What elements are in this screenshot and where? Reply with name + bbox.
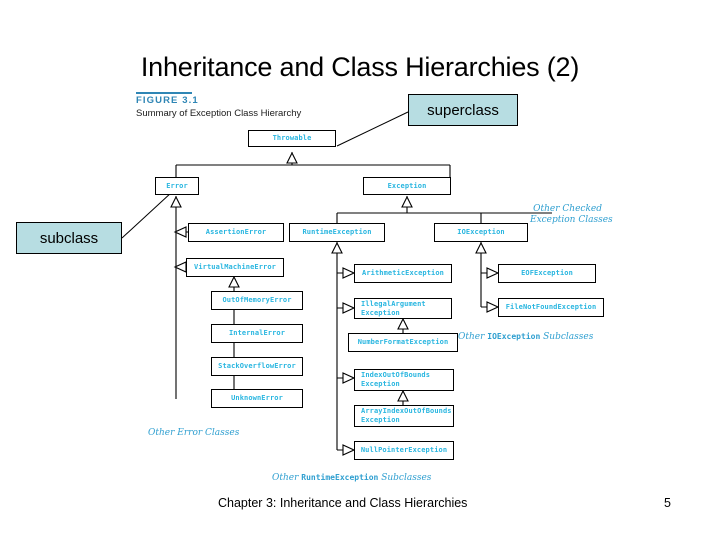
node-stack-overflow-error-label: StackOverflowError xyxy=(218,362,296,371)
node-illegal-argument-exception: IllegalArgument Exception xyxy=(354,298,452,319)
node-index-out-of-bounds-exception: IndexOutOfBounds Exception xyxy=(354,369,454,391)
node-number-format-exception-label: NumberFormatException xyxy=(357,338,449,347)
node-illegal-argument-line1: IllegalArgument xyxy=(361,299,426,308)
node-illegal-argument-exception-label: IllegalArgument Exception xyxy=(361,300,426,317)
node-stack-overflow-error: StackOverflowError xyxy=(211,357,303,376)
annotation-other-checked-line1: Other Checked xyxy=(533,204,602,214)
node-null-pointer-exception-label: NullPointerException xyxy=(360,446,448,455)
page-title: Inheritance and Class Hierarchies (2) xyxy=(140,52,580,82)
annotation-other-runtime-prefix: Other xyxy=(272,473,302,483)
node-out-of-memory-error: OutOfMemoryError xyxy=(211,291,303,310)
node-exception-label: Exception xyxy=(387,181,427,190)
node-io-exception: IOException xyxy=(434,223,528,242)
node-unknown-error-label: UnknownError xyxy=(231,394,283,403)
node-virtual-machine-error-label: VirtualMachineError xyxy=(194,263,276,272)
node-exception: Exception xyxy=(363,177,451,195)
node-eof-exception-label: EOFException xyxy=(521,269,573,278)
node-array-index-out-of-bounds-line2: Exception xyxy=(361,416,400,424)
callout-subclass: subclass xyxy=(16,222,122,254)
annotation-other-error-classes-label: Other Error Classes xyxy=(148,428,240,438)
footer-page-number: 5 xyxy=(664,496,671,510)
annotation-other-checked-line2: Exception Classes xyxy=(530,214,613,225)
node-file-not-found-exception: FileNotFoundException xyxy=(498,298,604,317)
footer-text: Chapter 3: Inheritance and Class Hierarc… xyxy=(218,496,468,510)
annotation-other-io-mono: IOException xyxy=(487,332,541,341)
node-assertion-error: AssertionError xyxy=(188,223,284,242)
node-internal-error-label: InternalError xyxy=(228,329,286,338)
node-array-index-out-of-bounds-exception: ArrayIndexOutOfBounds Exception xyxy=(354,405,454,427)
callout-superclass: superclass xyxy=(408,94,518,126)
node-arithmetic-exception: ArithmeticException xyxy=(354,264,452,283)
node-array-index-out-of-bounds-label: ArrayIndexOutOfBounds Exception xyxy=(361,407,452,424)
annotation-other-io-exception-subclasses: Other IOException Subclasses xyxy=(458,332,593,343)
node-error-label: Error xyxy=(166,181,188,190)
callout-subclass-label: subclass xyxy=(39,229,99,247)
node-index-out-of-bounds-line2: Exception xyxy=(361,380,400,388)
node-assertion-error-label: AssertionError xyxy=(205,228,267,237)
figure-rule xyxy=(136,92,192,94)
annotation-other-error-classes: Other Error Classes xyxy=(148,428,239,439)
node-number-format-exception: NumberFormatException xyxy=(348,333,458,352)
node-index-out-of-bounds-label: IndexOutOfBounds Exception xyxy=(361,371,430,388)
node-file-not-found-exception-label: FileNotFoundException xyxy=(505,303,597,312)
node-arithmetic-exception-label: ArithmeticException xyxy=(362,269,444,278)
node-throwable: Throwable xyxy=(248,130,336,147)
figure-caption: Summary of Exception Class Hierarchy xyxy=(136,108,302,119)
node-virtual-machine-error: VirtualMachineError xyxy=(186,258,284,277)
node-index-out-of-bounds-line1: IndexOutOfBounds xyxy=(361,371,431,380)
node-unknown-error: UnknownError xyxy=(211,389,303,408)
node-io-exception-label: IOException xyxy=(457,228,505,237)
node-illegal-argument-line2: Exception xyxy=(361,308,400,317)
node-throwable-label: Throwable xyxy=(272,134,312,143)
node-array-index-out-of-bounds-line1: ArrayIndexOutOfBounds xyxy=(361,407,452,416)
node-eof-exception: EOFException xyxy=(498,264,596,283)
node-internal-error: InternalError xyxy=(211,324,303,343)
callout-superclass-label: superclass xyxy=(427,101,499,119)
node-out-of-memory-error-label: OutOfMemoryError xyxy=(222,296,292,305)
node-runtime-exception: RuntimeException xyxy=(289,223,385,242)
node-runtime-exception-label: RuntimeException xyxy=(302,228,372,237)
annotation-other-runtime-suffix: Subclasses xyxy=(378,473,432,483)
annotation-other-checked-exception-classes: Other Checked Exception Classes xyxy=(530,204,613,226)
annotation-other-io-prefix: Other xyxy=(458,332,488,342)
annotation-other-runtime-exception-subclasses: Other RuntimeException Subclasses xyxy=(272,473,431,484)
node-error: Error xyxy=(155,177,199,195)
annotation-other-io-suffix: Subclasses xyxy=(540,332,594,342)
figure-label: FIGURE 3.1 xyxy=(136,95,199,106)
annotation-other-runtime-mono: RuntimeException xyxy=(301,473,379,482)
node-null-pointer-exception: NullPointerException xyxy=(354,441,454,460)
